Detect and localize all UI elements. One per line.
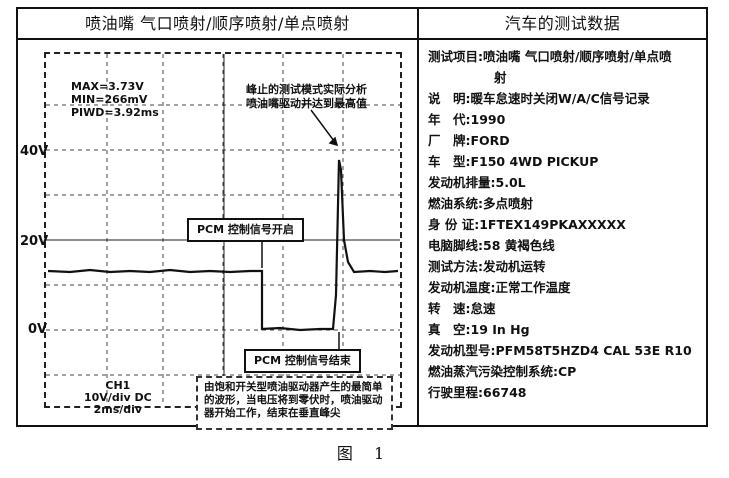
data-row: 车 型:F150 4WD PICKUP: [428, 154, 599, 169]
test-data-list: 测试项目:喷油嘴 气口喷射/顺序喷射/单点喷 射 说 明:暖车怠速时关闭W/A/…: [428, 46, 704, 403]
peak-note-line: 喷油嘴驱动并达到最高值: [246, 97, 367, 110]
note-arrow: [310, 109, 339, 147]
data-row: 行驶里程:66748: [428, 385, 527, 400]
data-row: 转 速:怠速: [428, 301, 496, 316]
column-divider: [417, 7, 419, 427]
data-row: 年 代:1990: [428, 112, 506, 127]
measurement-readout: MAX=3.73V MIN=266mV PIWD=3.92ms: [71, 80, 159, 119]
scope-title: 喷油嘴 气口喷射/顺序喷射/单点喷射: [85, 14, 350, 33]
data-title: 汽车的测试数据: [504, 14, 621, 33]
data-row: 真 空:19 In Hg: [428, 322, 530, 337]
data-row: 燃油蒸汽污染控制系统:CP: [428, 364, 577, 379]
y-label-40v: 40V: [20, 144, 49, 159]
min-value: MIN=266mV: [71, 93, 148, 106]
y-label-0v: 0V: [28, 322, 48, 337]
data-row: 身 份 证:1FTEX149PKAXXXXX: [428, 217, 626, 232]
data-row: 测试项目:喷油嘴 气口喷射/顺序喷射/单点喷: [428, 49, 672, 64]
data-row: 射: [494, 70, 507, 85]
pcm-on-callout: PCM 控制信号开启: [187, 218, 304, 242]
waveform-description: 由饱和开关型喷油驱动器产生的最简单的波形，当电压将到零伏时，喷油驱动器开始工作，…: [196, 376, 393, 430]
time-per-div: 2ms/div: [93, 403, 143, 416]
figure-caption: 图 1: [336, 444, 393, 463]
data-row: 说 明:暖车怠速时关闭W/A/C信号记录: [428, 91, 650, 106]
data-row: 发动机排量:5.0L: [428, 175, 526, 190]
data-row: 发动机型号:PFM58T5HZD4 CAL 53E R10: [428, 343, 692, 358]
peak-note: 峰止的测试模式实际分析 喷油嘴驱动并达到最高值: [246, 83, 367, 111]
y-label-20v: 20V: [20, 234, 49, 249]
data-row: 电脑脚线:58 黄褐色线: [428, 238, 555, 253]
data-row: 测试方法:发动机运转: [428, 259, 546, 274]
peak-note-line: 峰止的测试模式实际分析: [246, 83, 367, 96]
channel-info: CH1 10V/div DC 2ms/div: [84, 380, 152, 416]
callout-leaders: [261, 238, 340, 349]
waveform-trace: [47, 159, 399, 332]
pcm-off-callout: PCM 控制信号结束: [244, 349, 361, 373]
data-row: 燃油系统:多点喷射: [428, 196, 533, 211]
header-divider: [16, 38, 708, 40]
pulse-width-value: PIWD=3.92ms: [71, 106, 159, 119]
max-value: MAX=3.73V: [71, 80, 144, 93]
data-row: 厂 牌:FORD: [428, 133, 510, 148]
data-row: 发动机温度:正常工作温度: [428, 280, 571, 295]
channel-label: CH1: [105, 379, 131, 392]
volts-per-div: 10V/div DC: [84, 391, 152, 404]
